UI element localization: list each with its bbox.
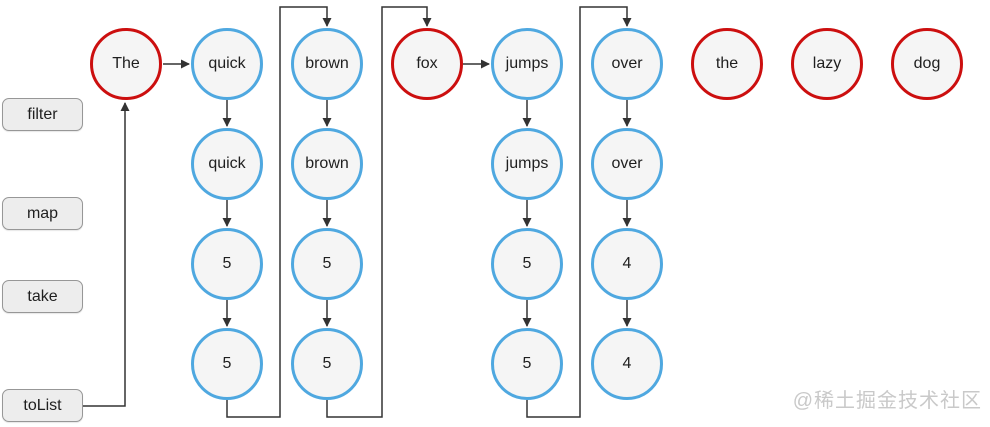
node-quick-taken: 5: [191, 328, 263, 400]
loop-jumps-to-over: [526, 6, 632, 418]
node-lazy: lazy: [791, 28, 863, 100]
node-jumps-taken: 5: [491, 328, 563, 400]
node-brown-filtered: brown: [291, 128, 363, 200]
op-map: map: [2, 197, 83, 230]
node-jumps-filtered: jumps: [491, 128, 563, 200]
loop-brown-to-fox: [326, 6, 432, 418]
node-over-mapped: 4: [591, 228, 663, 300]
connector-tolist-to-the: [83, 102, 130, 407]
node-brown-taken: 5: [291, 328, 363, 400]
node-dog: dog: [891, 28, 963, 100]
op-take: take: [2, 280, 83, 313]
node-quick: quick: [191, 28, 263, 100]
node-over-filtered: over: [591, 128, 663, 200]
node-the-capital: The: [90, 28, 162, 100]
node-quick-filtered: quick: [191, 128, 263, 200]
node-quick-mapped: 5: [191, 228, 263, 300]
node-over-taken: 4: [591, 328, 663, 400]
node-fox: fox: [391, 28, 463, 100]
watermark: @稀土掘金技术社区: [792, 390, 982, 412]
node-over: over: [591, 28, 663, 100]
node-brown-mapped: 5: [291, 228, 363, 300]
op-filter: filter: [2, 98, 83, 131]
node-jumps-mapped: 5: [491, 228, 563, 300]
node-jumps: jumps: [491, 28, 563, 100]
loop-quick-to-brown: [226, 6, 332, 418]
node-the: the: [691, 28, 763, 100]
node-brown: brown: [291, 28, 363, 100]
op-tolist: toList: [2, 389, 83, 422]
